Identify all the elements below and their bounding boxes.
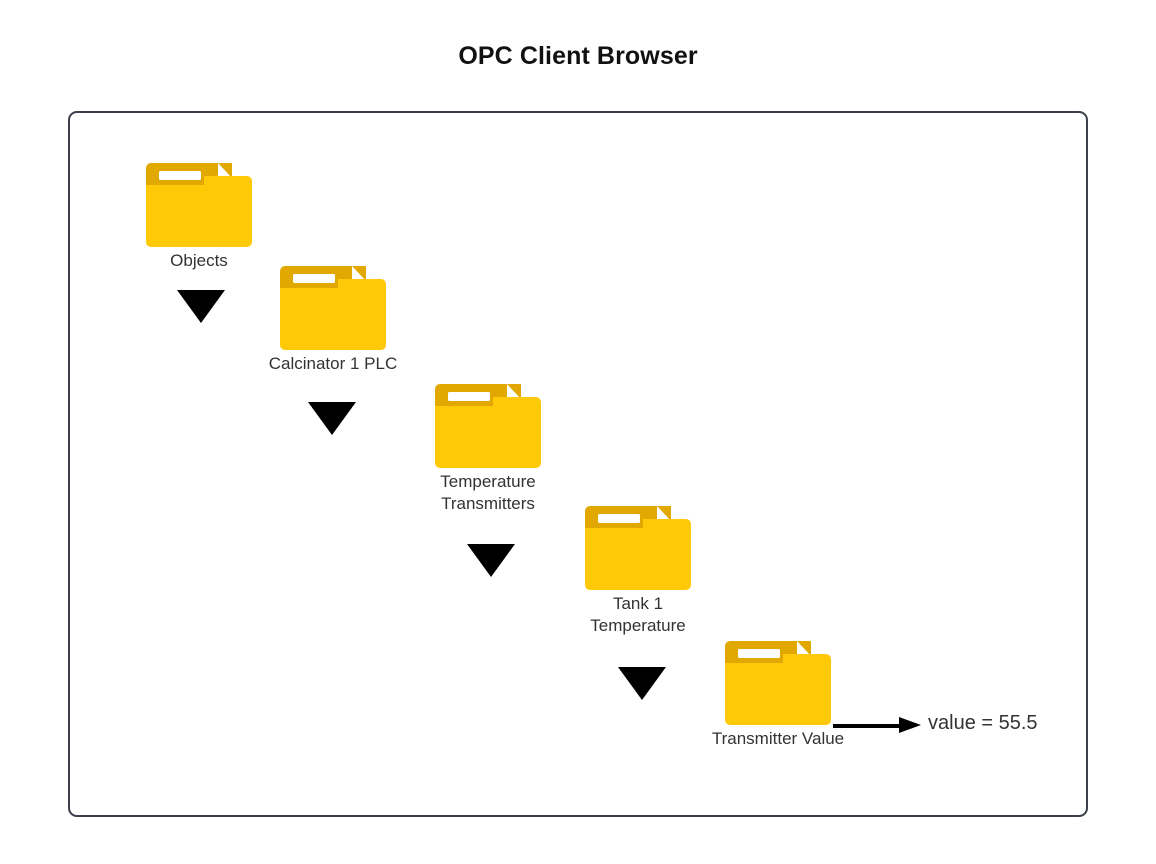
arrow-head xyxy=(899,717,921,733)
folder-slot xyxy=(159,171,201,180)
triangle-down-icon xyxy=(618,667,666,700)
tree-node-tank-1-temperature[interactable]: Tank 1 Temperature xyxy=(585,506,718,637)
triangle-down-icon xyxy=(177,290,225,323)
folder-slot xyxy=(598,514,640,523)
folder-body xyxy=(146,185,252,247)
opc-browser-frame: Objects Calcinator 1 PLC Temperature Tra… xyxy=(68,111,1088,817)
folder-icon xyxy=(585,506,691,590)
tree-node-temperature-transmitters[interactable]: Temperature Transmitters xyxy=(435,384,568,515)
folder-icon xyxy=(725,641,831,725)
arrow-shaft xyxy=(833,723,901,728)
arrow-right-icon xyxy=(833,717,921,733)
tree-node-label: Tank 1 Temperature xyxy=(590,594,686,635)
folder-icon xyxy=(280,266,386,350)
folder-body xyxy=(280,288,386,350)
value-readout: value = 55.5 xyxy=(928,712,1038,734)
folder-icon xyxy=(146,163,252,247)
tree-node-label: Objects xyxy=(170,251,228,270)
tree-node-label: Calcinator 1 PLC xyxy=(268,354,398,373)
page-title: OPC Client Browser xyxy=(458,42,698,70)
folder-body xyxy=(585,528,691,590)
folder-slot xyxy=(293,274,335,283)
folder-icon xyxy=(435,384,541,468)
tree-node-calcinator-1-plc[interactable]: Calcinator 1 PLC xyxy=(269,266,413,375)
triangle-down-icon xyxy=(308,402,356,435)
tree-node-transmitter-value[interactable]: Transmitter Value xyxy=(712,641,858,750)
tree-node-label: Transmitter Value xyxy=(711,729,845,748)
tree-node-label: Temperature Transmitters xyxy=(440,472,536,513)
folder-body xyxy=(435,406,541,468)
folder-body xyxy=(725,663,831,725)
folder-slot xyxy=(738,649,780,658)
triangle-down-icon xyxy=(467,544,515,577)
tree-node-objects[interactable]: Objects xyxy=(146,163,279,272)
folder-slot xyxy=(448,392,490,401)
